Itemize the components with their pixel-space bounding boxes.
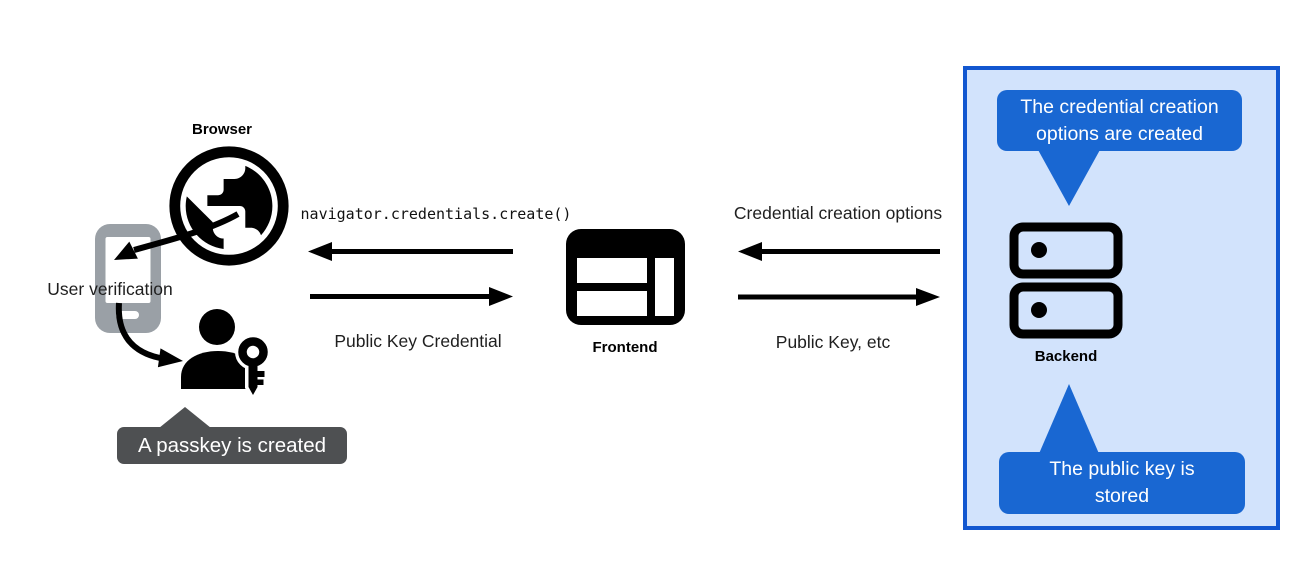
public-key-credential-label: Public Key Credential	[334, 331, 502, 351]
create-call-label: navigator.credentials.create()	[300, 205, 572, 223]
credential-creation-options-label: Credential creation options	[733, 203, 943, 223]
frontend-label: Frontend	[592, 339, 658, 356]
callout-tail-up	[1038, 384, 1100, 456]
person-with-key-icon	[181, 309, 271, 403]
callout-tail-down	[1037, 148, 1101, 206]
arrow-browser-to-phone	[114, 211, 240, 260]
callout-line: options are created	[1036, 122, 1203, 145]
callout-line: stored	[1094, 485, 1150, 507]
arrow-phone-to-person	[115, 302, 183, 368]
browser-label: Browser	[191, 121, 253, 138]
key-icon	[235, 334, 271, 403]
passkey-tooltip-text: A passkey is created	[137, 433, 326, 457]
callout-line: The public key is	[1049, 458, 1195, 480]
callout-options-created: The credential creation options are crea…	[997, 90, 1242, 151]
browser-window-icon	[566, 229, 685, 325]
globe-icon	[169, 146, 289, 266]
passkey-tooltip: A passkey is created	[117, 427, 347, 464]
arrow-public-key-etc	[738, 288, 940, 306]
passkey-tooltip-tail	[159, 407, 211, 428]
arrow-credential-creation-options	[738, 242, 940, 261]
smartphone-icon	[95, 224, 161, 333]
user-verification-label: User verification	[47, 279, 173, 299]
backend-label: Backend	[1034, 348, 1098, 365]
public-key-etc-label: Public Key, etc	[775, 332, 891, 352]
callout-key-stored: The public key is stored	[999, 452, 1245, 514]
arrow-public-key-credential	[310, 287, 513, 306]
arrow-create-call	[308, 242, 513, 261]
callout-line: The credential creation	[1020, 95, 1219, 118]
